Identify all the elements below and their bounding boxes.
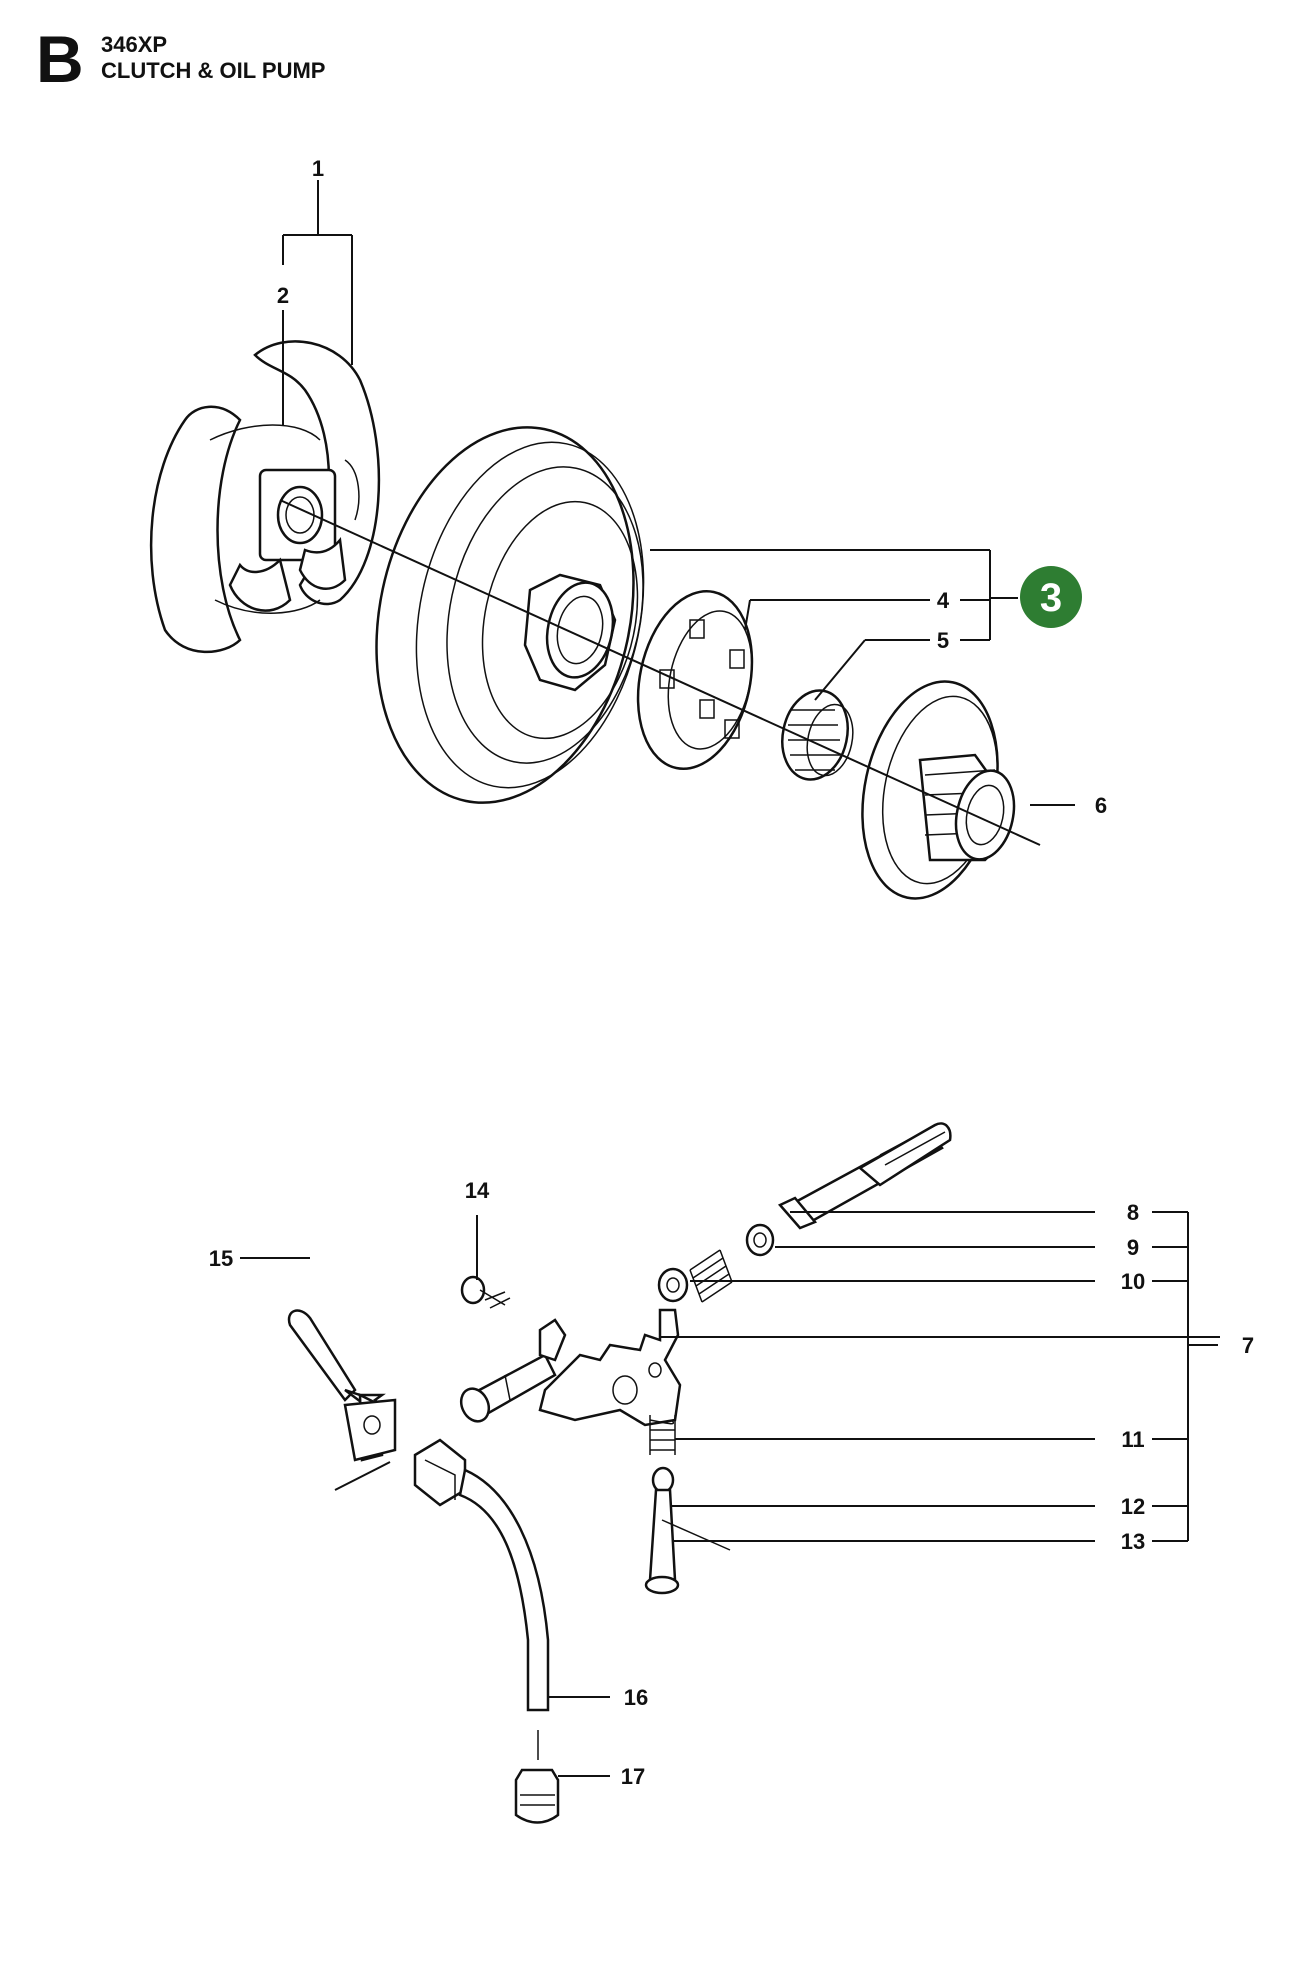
oil-pump-housing (459, 1308, 682, 1427)
callout-14: 14 (465, 1178, 490, 1203)
callout-4: 4 (937, 588, 950, 613)
callout-7: 7 (1242, 1333, 1254, 1358)
callout-10: 10 (1121, 1269, 1145, 1294)
oil-filter (514, 1730, 560, 1824)
callout-5: 5 (937, 628, 949, 653)
bottom-leader-lines (240, 1211, 1220, 1777)
page-title: CLUTCH & OIL PUMP (101, 58, 326, 83)
oil-pump-spring (689, 1249, 733, 1303)
clutch-shoe-assembly (149, 340, 381, 654)
oil-pump-shaft (777, 1122, 952, 1230)
callout-17: 17 (621, 1764, 645, 1789)
callout-12: 12 (1121, 1494, 1145, 1519)
callout-3-badge: 3 (1020, 566, 1082, 628)
oil-lever (287, 1309, 397, 1491)
rim-sprocket (636, 589, 754, 771)
oil-pump-spring-lower (649, 1415, 676, 1455)
callout-8: 8 (1127, 1200, 1139, 1225)
callout-11: 11 (1121, 1427, 1144, 1452)
oil-pump-piston (644, 1466, 731, 1595)
model-name: 346XP (101, 32, 168, 57)
screw (460, 1275, 511, 1309)
clutch-washer-hub (861, 680, 1016, 900)
oil-pump-seal (657, 1267, 689, 1303)
oil-pump-washer (745, 1223, 775, 1257)
callout-16: 16 (624, 1685, 648, 1710)
callout-9: 9 (1127, 1235, 1139, 1260)
top-leader-lines (282, 180, 1075, 806)
callout-2: 2 (277, 283, 289, 308)
callout-1: 1 (312, 156, 324, 181)
needle-bearing (781, 689, 854, 781)
badge-circle (1020, 566, 1082, 628)
callout-15: 15 (209, 1246, 233, 1271)
oil-hose (413, 1438, 550, 1712)
clutch-axis-line (279, 499, 1041, 846)
callout-6: 6 (1095, 793, 1107, 818)
section-letter: B (36, 22, 84, 96)
callout-13: 13 (1121, 1529, 1145, 1554)
clutch-drum (375, 426, 645, 804)
callout-3: 3 (1040, 576, 1062, 620)
